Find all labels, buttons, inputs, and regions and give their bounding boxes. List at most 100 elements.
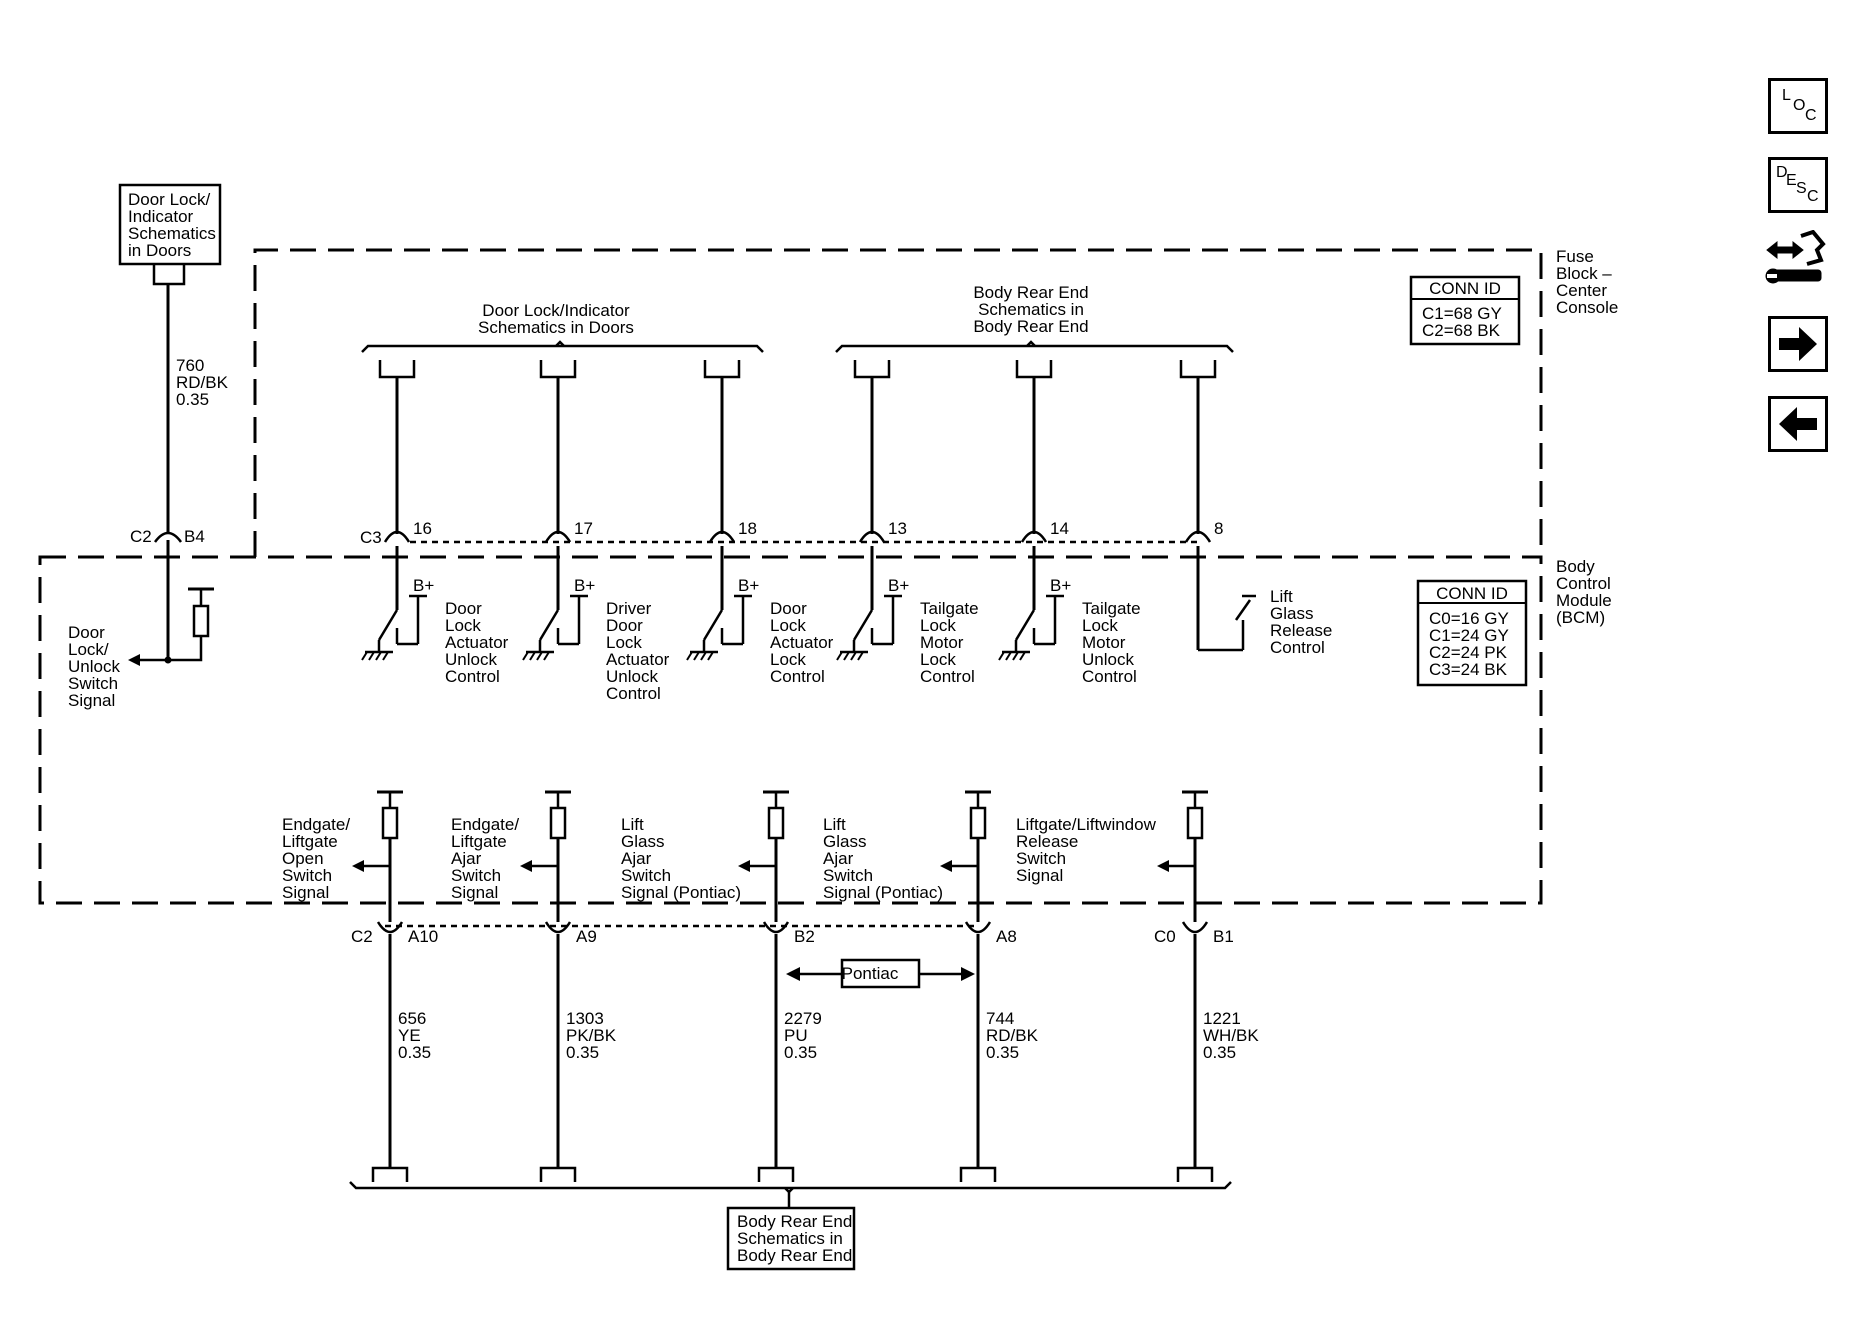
bottom-wire-label-line: 1303 [566,1009,604,1028]
top-output-label-line: Control [445,667,500,686]
top-pin-number: 17 [574,519,593,538]
ground-hatch [700,651,707,661]
top-pin-symbol [858,530,886,543]
bottom-wire-label-line: 2279 [784,1009,822,1028]
conn-fuse-box [1409,275,1521,346]
bottom-ref-box [726,1206,856,1271]
bottom-connector-c2: C2 [351,927,373,946]
top-pin-symbol [544,530,572,543]
top-output-label-line: Control [770,667,825,686]
conn-fuse-row-line: C2=68 BK [1422,321,1501,340]
fuse-block-label-line: Block – [1556,264,1612,283]
top-output-label-line: Control [1082,667,1137,686]
top-pin-symbol [708,530,736,543]
previous-button[interactable] [1768,396,1828,452]
top-output-label-line: Unlock [606,667,658,686]
loc-letter-o: O [1793,97,1806,114]
body-rear-group-label-line: Schematics in [978,300,1084,319]
next-button[interactable] [1768,316,1828,372]
top-output-label-line: Lock [1082,616,1118,635]
bottom-pin-symbol [544,921,572,934]
top-output-label-line: Glass [1270,604,1313,623]
conn-bcm-row-line: C2=24 PK [1429,643,1508,662]
arrow-left-icon [1779,407,1817,441]
bottom-input-label-line: Lift [621,815,644,834]
door-lock-switch-signal-label-line: Unlock [68,657,120,676]
bplus-label: B+ [1050,576,1071,595]
door-lock-group-label-line: Schematics in Doors [478,318,634,337]
bottom-wire-label-line: YE [398,1026,421,1045]
bplus-label: B+ [738,576,759,595]
bottom-wire-label-line: 0.35 [784,1043,817,1062]
bcm-boundary [38,555,1543,905]
bottom-input-label-line: Ajar [823,849,854,868]
wire-760-label-line: RD/BK [176,373,229,392]
top-ref-box-text-line: Schematics [128,224,216,243]
ground-hatch [536,651,543,661]
ground-hatch [686,651,693,661]
bottom-wire-label-line: RD/BK [986,1026,1039,1045]
conn-fuse-row-line: C1=68 GY [1422,304,1502,323]
bplus-label: B+ [888,576,909,595]
ground-hatch [382,651,389,661]
top-output-label-line: Lock [770,650,806,669]
conn-bcm-title: CONN ID [1436,584,1508,603]
bottom-input-label-line: Endgate/ [282,815,350,834]
bcm-label-line: Body [1556,557,1595,576]
bottom-wire-label-line: PU [784,1026,808,1045]
top-output-label-line: Lock [920,616,956,635]
desc-letter-s: S [1796,180,1807,197]
desc-button[interactable]: D E S C [1768,157,1828,213]
bottom-pin-number: A9 [576,927,597,946]
bottom-pin-number: B1 [1213,927,1234,946]
pontiac-label: Pontiac [842,964,899,983]
bottom-wire-label-line: 0.35 [1203,1043,1236,1062]
switch-contact [538,609,560,641]
ground-hatch [836,651,843,661]
bottom-pin-symbol [762,921,790,934]
top-output-label-line: Release [1270,621,1332,640]
bottom-pin-number: A8 [996,927,1017,946]
ground-hatch [543,651,550,661]
switch-contact [1014,609,1036,641]
bplus-label: B+ [574,576,595,595]
top-ref-connector [1179,360,1217,379]
conn-bcm-row-line: C1=24 GY [1429,626,1509,645]
top-output-label-line: Control [920,667,975,686]
top-output-label-line: Motor [920,633,964,652]
bottom-pin-symbol [1181,921,1209,934]
bottom-wire-label-line: 744 [986,1009,1014,1028]
left-connector-id: C2 [130,527,152,546]
top-output-label-line: Lock [920,650,956,669]
bottom-ref-box-text-line: Body Rear End [737,1246,852,1265]
bottom-input-label-line: Switch [1016,849,1066,868]
top-output-label-line: Motor [1082,633,1126,652]
bottom-ref-connector [539,1166,577,1182]
bottom-input-label-line: Switch [451,866,501,885]
door-lock-switch-signal-label-line: Switch [68,674,118,693]
body-rear-group-label-line: Body Rear End [973,283,1088,302]
signal-arrow-icon [940,860,952,872]
door-lock-switch-signal-label-line: Lock/ [68,640,109,659]
top-output-label-line: Actuator [606,650,670,669]
bottom-connector-c0: C0 [1154,927,1176,946]
bottom-ref-box-text-line: Body Rear End [737,1212,852,1231]
fuse-block-label-line: Center [1556,281,1607,300]
pullup-resistor [1186,806,1204,840]
top-output-label-line: Driver [606,599,652,618]
ground-hatch [1019,651,1026,661]
top-output-label-line: Control [606,684,661,703]
ground-hatch [529,651,536,661]
connector-tool-icon[interactable] [1763,230,1831,294]
switch-contact [852,609,874,641]
loc-button[interactable]: L O C [1768,78,1828,134]
top-output-label-line: Door [770,599,807,618]
body-rear-group-label-line: Body Rear End [973,317,1088,336]
bottom-input-label-line: Signal [282,883,329,902]
conn-bcm-row-line: C3=24 BK [1429,660,1508,679]
pullup-resistor [969,806,987,840]
wire-760-label-line: 760 [176,356,204,375]
bcm-label-line: (BCM) [1556,608,1605,627]
top-output-label-line: Lift [1270,587,1293,606]
